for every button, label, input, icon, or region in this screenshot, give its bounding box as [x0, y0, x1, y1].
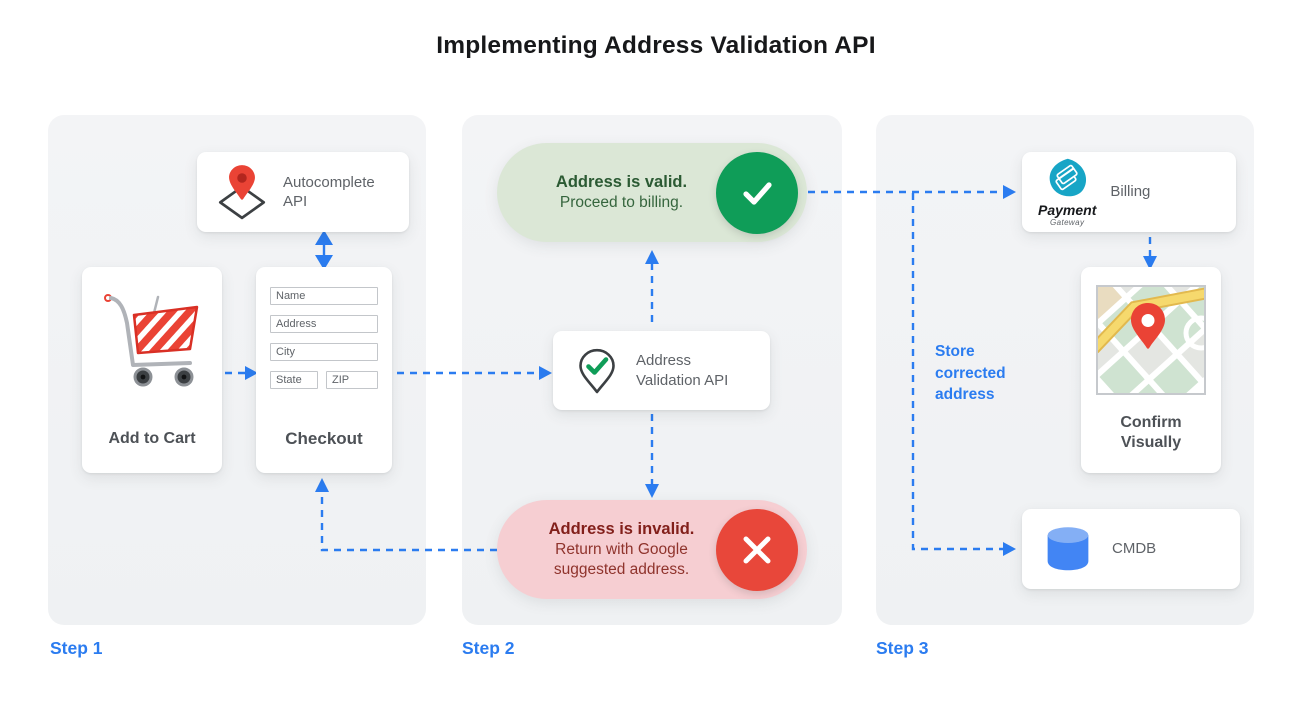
- step2-label: Step 2: [462, 638, 515, 658]
- add-to-cart-label: Add to Cart: [108, 430, 196, 447]
- shopping-cart-icon: [96, 285, 208, 402]
- address-invalid-banner: Address is invalid. Return with Google s…: [497, 500, 807, 599]
- step1-label: Step 1: [50, 638, 103, 658]
- page-title: Implementing Address Validation API: [436, 32, 876, 59]
- step3-label: Step 3: [876, 638, 929, 658]
- address-valid-subtitle: Proceed to billing.: [559, 194, 684, 212]
- validation-pin-icon: [573, 347, 621, 395]
- payment-logo-subtitle: Gateway: [1049, 218, 1085, 227]
- database-icon: [1042, 524, 1094, 574]
- validation-api-label: Address Validation API: [636, 352, 729, 389]
- confirm-visually-label: Confirm Visually: [1120, 414, 1182, 451]
- confirm-visually-card: Confirm Visually: [1081, 267, 1221, 473]
- autocomplete-pin-icon: [213, 163, 271, 221]
- address-invalid-text: Address is invalid. Return with Google s…: [497, 519, 716, 581]
- store-corrected-address-note: Store corrected address: [935, 343, 1006, 404]
- address-valid-banner: Address is valid. Proceed to billing.: [497, 143, 807, 242]
- billing-label: Billing: [1110, 183, 1151, 201]
- close-icon: [743, 536, 771, 563]
- payment-gateway-icon: [1049, 158, 1087, 197]
- checkout-card: Checkout: [256, 267, 392, 473]
- close-circle: [716, 508, 798, 591]
- checkout-label: Checkout: [285, 428, 363, 448]
- check-circle: [716, 151, 798, 234]
- autocomplete-api-card: Autocomplete API: [197, 152, 409, 232]
- address-valid-text: Address is valid. Proceed to billing.: [497, 172, 716, 214]
- map-image: [1096, 285, 1206, 395]
- state-input[interactable]: [270, 371, 318, 389]
- address-invalid-title: Address is invalid.: [548, 519, 695, 538]
- name-input[interactable]: [270, 287, 378, 305]
- zip-input[interactable]: [326, 371, 378, 389]
- autocomplete-api-label: Autocomplete API: [283, 173, 375, 211]
- payment-gateway-logo: Payment Gateway: [1038, 157, 1096, 227]
- checkout-form: [270, 287, 378, 399]
- payment-logo-title: Payment: [1038, 202, 1097, 218]
- cmdb-label: CMDB: [1112, 540, 1157, 558]
- address-validation-api-card: Address Validation API: [553, 331, 770, 410]
- address-valid-title: Address is valid.: [555, 172, 688, 191]
- check-icon: [743, 181, 772, 205]
- billing-card: Payment Gateway Billing: [1022, 152, 1236, 232]
- address-invalid-subtitle: Return with Google suggested address.: [553, 541, 690, 579]
- add-to-cart-card: Add to Cart: [82, 267, 222, 473]
- city-input[interactable]: [270, 343, 378, 361]
- cmdb-card: CMDB: [1022, 509, 1240, 589]
- map-pin-icon: [1131, 303, 1165, 349]
- address-input[interactable]: [270, 315, 378, 333]
